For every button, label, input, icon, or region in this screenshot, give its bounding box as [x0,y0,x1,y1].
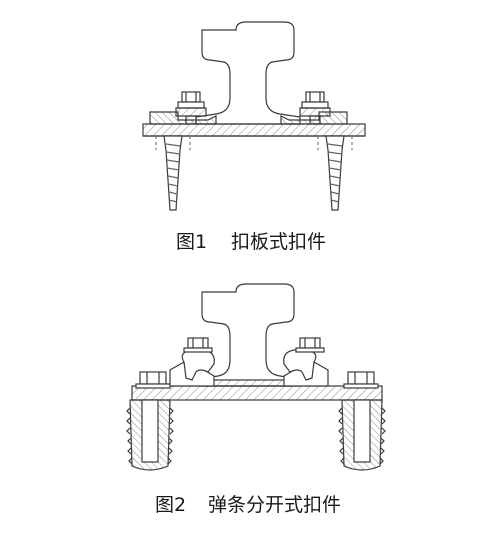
left-dowel-sleeve [126,399,174,471]
left-clip-bolt [183,337,213,353]
left-spike-screw [155,135,191,211]
tie-plate [142,123,366,137]
rail-profile [199,283,299,387]
left-elastic-clip [181,349,215,381]
right-anchor-bolt [343,371,379,389]
figure1-number: 图1 [176,231,208,253]
figure2-title: 弹条分开式扣件 [208,494,342,516]
right-elastic-clip [283,349,317,381]
figure2-drawing [126,283,386,471]
right-spike-screw [317,135,353,211]
right-bolt [299,91,331,125]
base-plate [131,385,383,401]
figure1-drawing [142,21,366,211]
left-anchor-bolt [135,371,171,389]
figure1-title: 扣板式扣件 [231,231,327,253]
rail-profile [195,21,301,125]
left-bolt [175,91,207,125]
right-dowel-sleeve [338,399,386,471]
rail-pad [205,379,293,387]
figure2-number: 图2 [155,494,187,516]
right-clip-bolt [295,337,325,353]
